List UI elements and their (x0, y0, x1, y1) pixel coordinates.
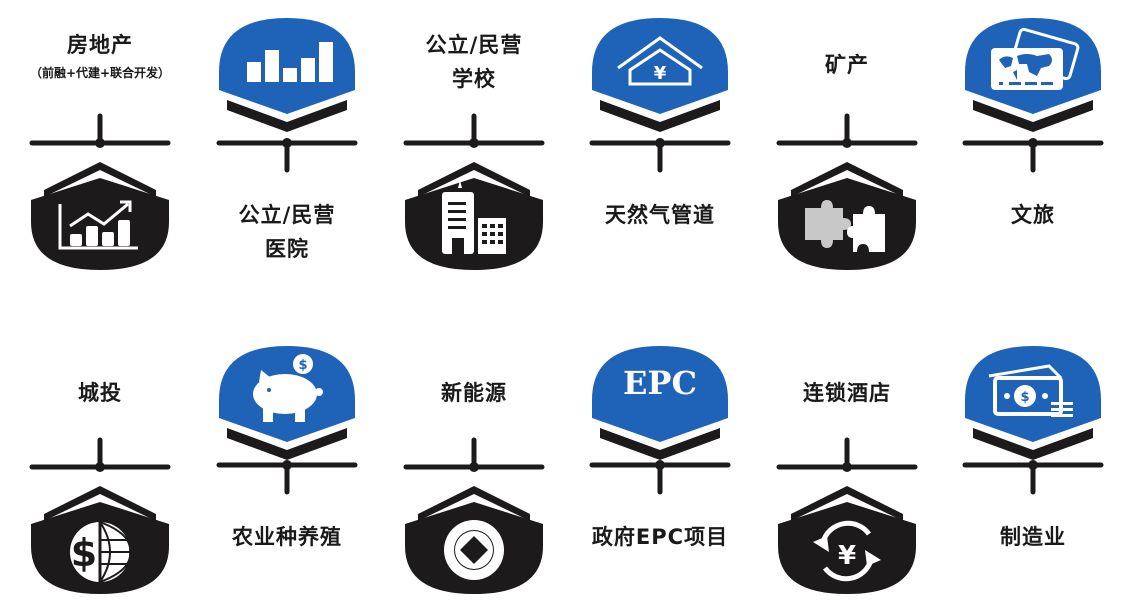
connector-top (29, 113, 171, 148)
item-label-line2: 学校 (452, 67, 496, 91)
svg-text:¥: ¥ (838, 541, 856, 571)
piggy-bank-icon (253, 354, 323, 422)
item-label: 城投 (78, 381, 122, 405)
item-hospital: 公立/民营 医院 (207, 0, 367, 290)
connector-top (776, 437, 918, 472)
badge-blue: $ (965, 346, 1101, 460)
item-gas-pipeline: ¥ 天然气管道 (580, 0, 740, 290)
connector-top (403, 437, 545, 472)
item-label: 矿产 (825, 53, 869, 77)
item-label-line2: 医院 (265, 237, 309, 261)
connector-top (29, 437, 171, 472)
connector-top (403, 113, 545, 148)
item-label: 文旅 (1011, 203, 1055, 227)
item-label: 农业种养殖 (232, 525, 342, 549)
item-real-estate: 房地产 （前融+代建+联合开发） (20, 0, 180, 290)
svg-text:$: $ (298, 358, 307, 373)
item-label: 公立/民营 (238, 203, 336, 227)
item-label: 天然气管道 (605, 203, 715, 227)
dollar-globe-icon: $ (70, 521, 132, 583)
connector-bottom (962, 460, 1104, 495)
connector-bottom (589, 138, 731, 173)
item-mining: 矿产 (767, 0, 927, 290)
item-label: 新能源 (441, 381, 507, 405)
svg-text:¥: ¥ (654, 63, 667, 84)
item-urban-investment: 城投 $ (20, 322, 180, 606)
badge-black: ¥ (778, 486, 916, 594)
badge-blue: ¥ (592, 18, 728, 132)
connector-top (776, 113, 918, 148)
yuan-exchange-icon (820, 520, 874, 582)
item-label: 公立/民营 (425, 33, 523, 57)
badge-blue (965, 18, 1101, 132)
badge-black (778, 162, 916, 270)
badge-black: $ (31, 486, 169, 594)
puzzle-icon (805, 200, 885, 252)
item-label: 政府EPC项目 (591, 525, 729, 549)
badge-blue: $ (219, 346, 355, 460)
cash-money-icon (988, 364, 1073, 417)
item-label: 制造业 (1000, 525, 1066, 549)
item-agriculture: $ 农业种养殖 (207, 322, 367, 606)
connector-bottom (962, 138, 1104, 173)
badge-black (405, 486, 543, 594)
item-chain-hotel: 连锁酒店 ¥ (767, 322, 927, 606)
svg-text:$: $ (71, 531, 97, 575)
connector-bottom (589, 460, 731, 495)
svg-text:$: $ (1020, 390, 1029, 405)
item-manufacturing: $ 制造业 (953, 322, 1113, 606)
item-sublabel: （前融+代建+联合开发） (29, 66, 171, 80)
badge-black (31, 162, 169, 270)
item-label: 连锁酒店 (803, 381, 891, 405)
badge-blue (592, 346, 728, 460)
coin-diamond-icon (444, 520, 504, 580)
item-label: 房地产 (67, 33, 133, 57)
epc-text-icon: EPC (623, 364, 697, 402)
item-school: 公立/民营 学校 (394, 0, 554, 290)
world-card-icon (991, 27, 1080, 90)
bar-chart-icon (247, 42, 333, 82)
badge-black (405, 162, 543, 270)
rising-chart-icon (58, 200, 138, 250)
badge-blue (219, 18, 355, 132)
item-cultural-tourism: 文旅 (953, 0, 1113, 290)
item-government-epc: EPC 政府EPC项目 (580, 322, 740, 606)
item-new-energy: 新能源 (394, 322, 554, 606)
connector-bottom (216, 460, 358, 495)
house-yuan-icon (617, 36, 703, 86)
connector-bottom (216, 138, 358, 173)
